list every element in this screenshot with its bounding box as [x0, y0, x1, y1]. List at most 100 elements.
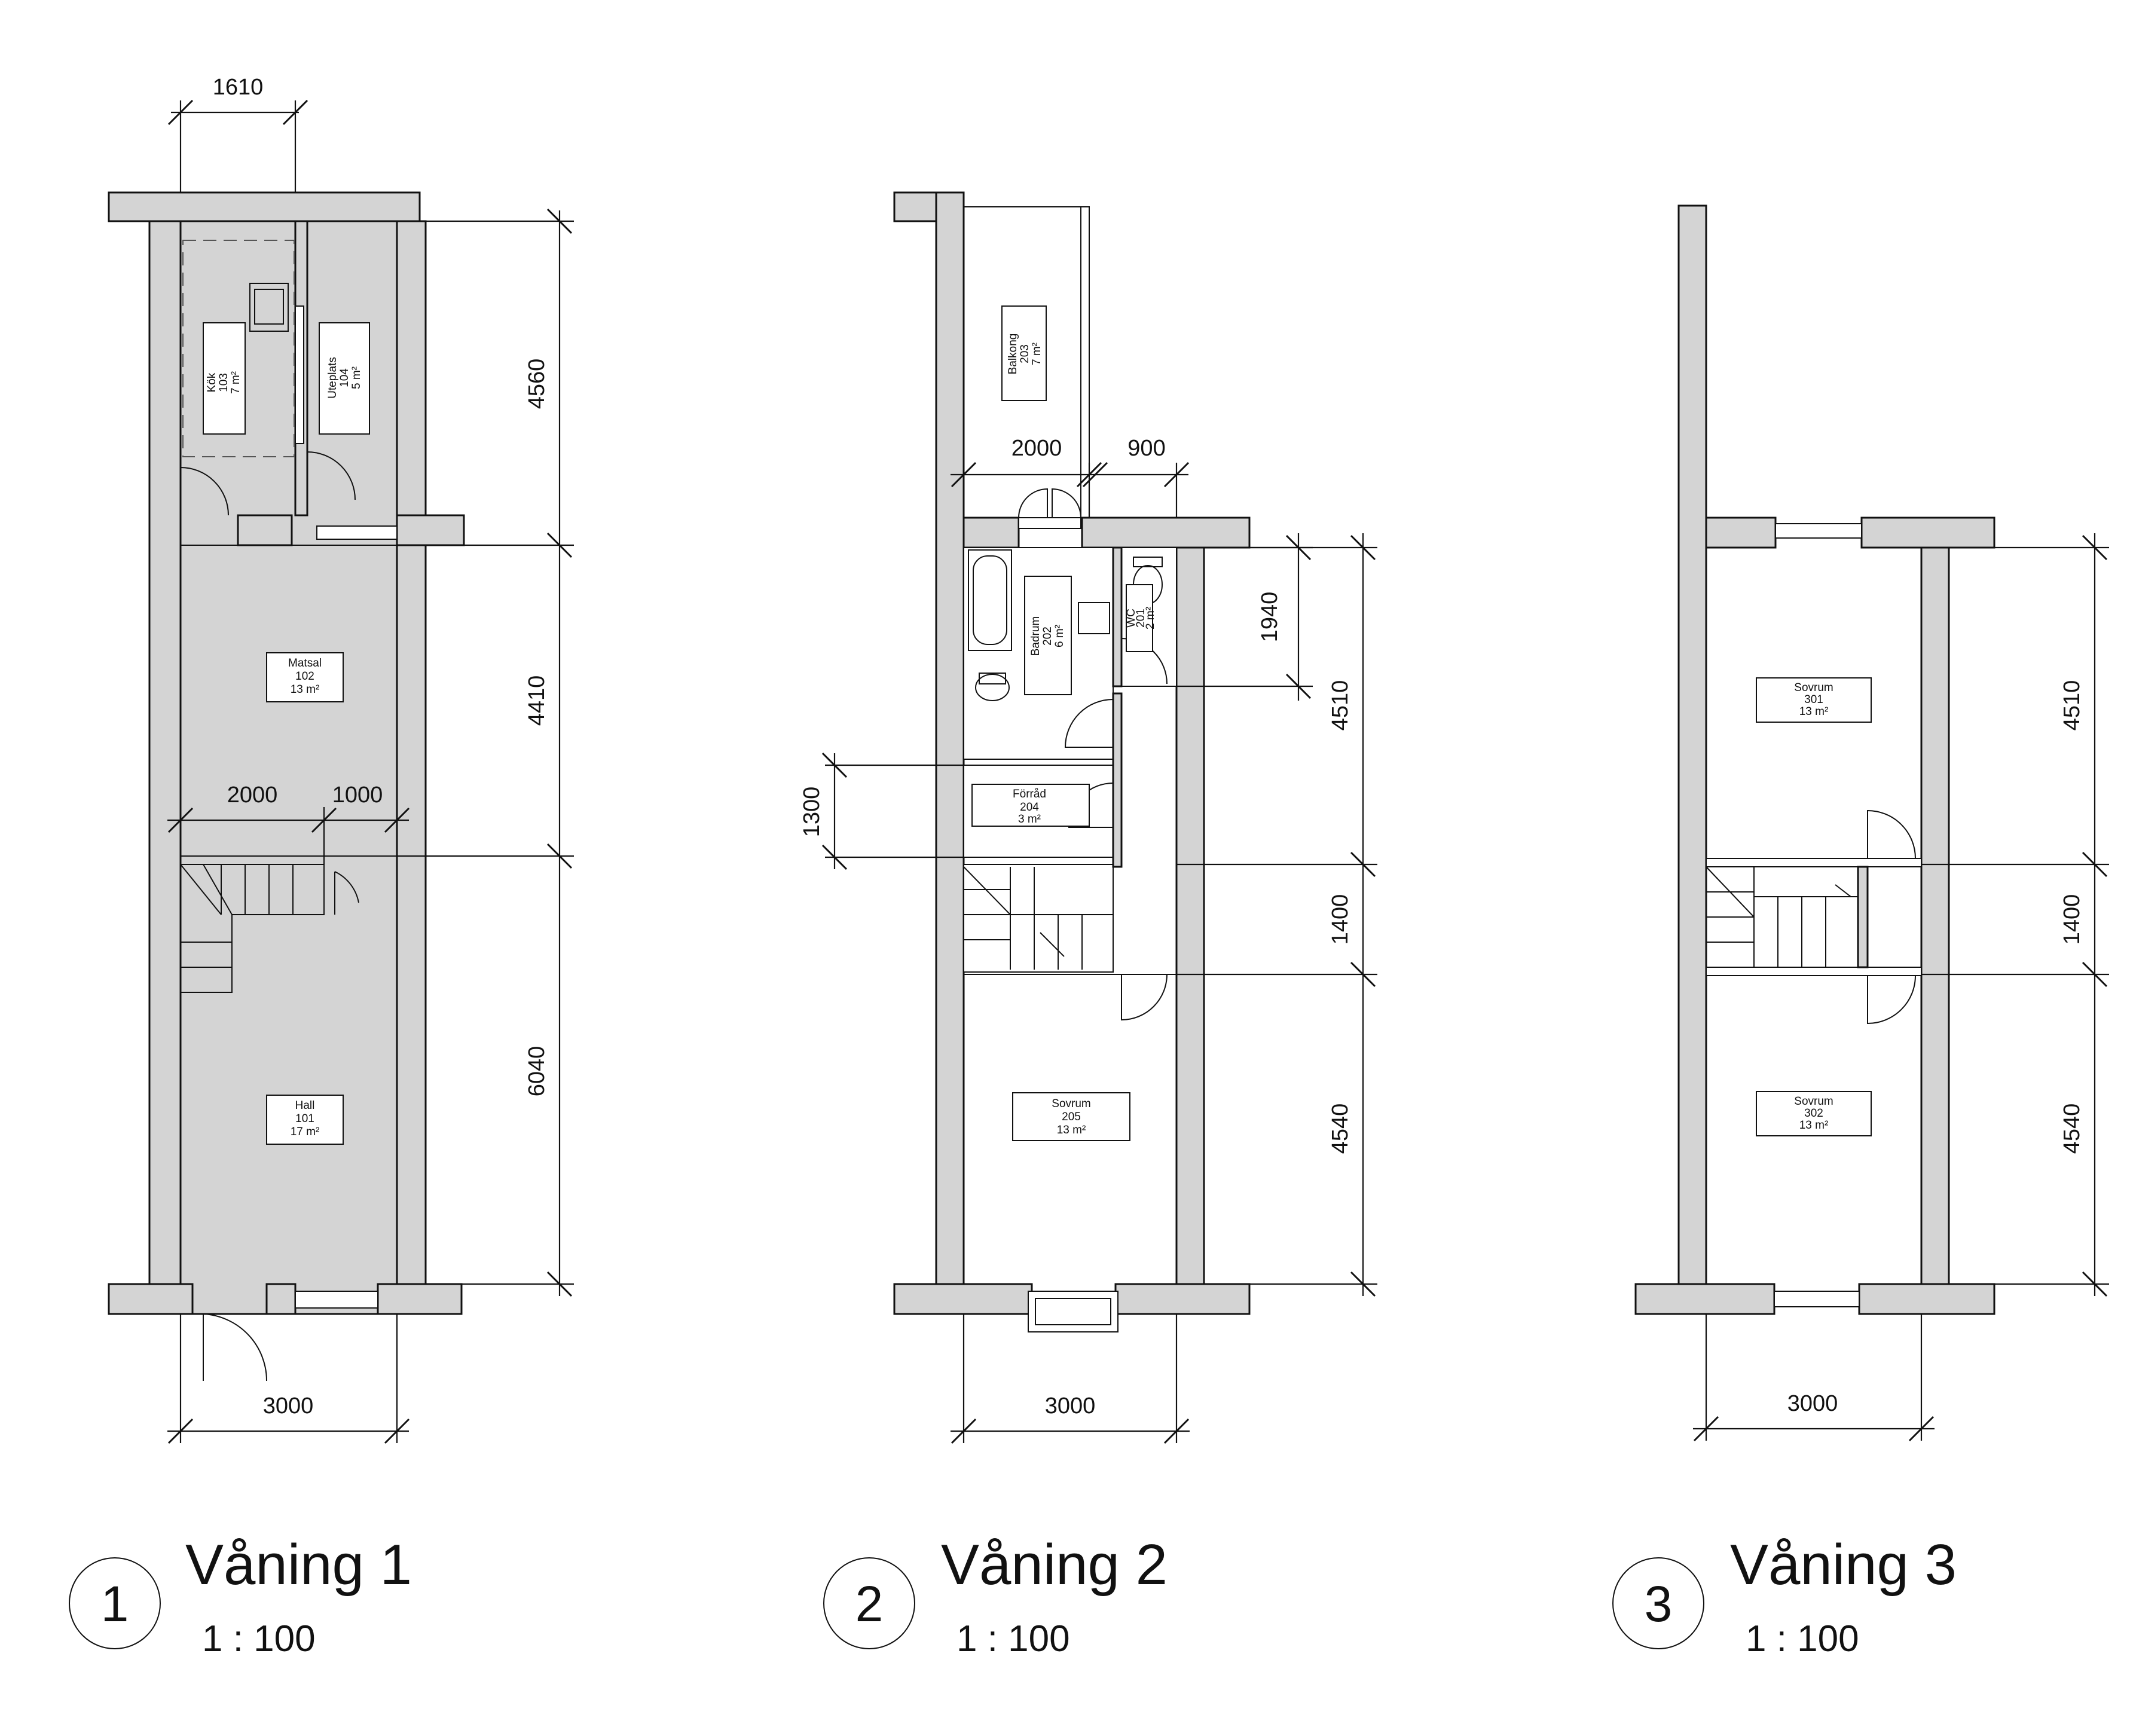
floor-3-room-301-number: 301	[1804, 693, 1823, 706]
floor-1-wall-bottom-mid	[265, 1283, 297, 1315]
floor-3-scale: 1 : 100	[1746, 1618, 1859, 1659]
floor-1-wall-bottom-left	[108, 1283, 194, 1315]
floor-1-terrace-label-box	[319, 322, 370, 435]
floor-2-title: Våning 2	[941, 1533, 1168, 1597]
floor-2-dim-bottom: 3000	[1045, 1393, 1096, 1419]
floor-3-wall-top-right	[1860, 516, 1995, 549]
floor-3-number: 3	[1645, 1576, 1673, 1632]
floor-1-dim-top-width: 1610	[213, 75, 264, 100]
floor-2-dim-balcony-width: 2000	[1011, 436, 1062, 461]
floor-2-room-store-area: 3 m²	[1018, 813, 1041, 826]
floor-3-dimension-lines	[1693, 533, 2109, 1442]
floor-2-number: 2	[855, 1576, 884, 1632]
floor-1-room-kitchen-name: Kök	[206, 372, 218, 392]
floor-1-wall-right	[396, 220, 427, 1285]
floor-2-bedroom-door	[1121, 974, 1168, 1021]
floor-3-dim-bottom: 3000	[1787, 1391, 1838, 1416]
floor-3-room-302-number: 302	[1804, 1107, 1823, 1120]
floor-2-room-wc-number: 201	[1135, 609, 1147, 628]
floor-2-room-balcony-number: 203	[1019, 344, 1031, 363]
floor-1-wall-bottom-right	[377, 1283, 463, 1315]
floor-3-dim-right-2: 1400	[2059, 894, 2085, 945]
floor-1-room-dining-name: Matsal	[288, 657, 322, 670]
floor-2-room-bedroom-number: 205	[1062, 1111, 1081, 1123]
floor-2-room-wc-name: WC	[1125, 609, 1138, 628]
floor-2-wall-bottom-right	[1114, 1283, 1251, 1315]
floor-3-dim-right-3: 4540	[2059, 1104, 2085, 1154]
floor-1-dim-right-3: 6040	[524, 1046, 549, 1097]
floor-2-room-balcony-area: 7 m²	[1031, 343, 1043, 365]
floor-2-dimension-lines	[821, 461, 1377, 1444]
floor-3-room-302-area: 13 m²	[1799, 1119, 1829, 1132]
floor-2-room-bathroom-number: 202	[1041, 626, 1054, 646]
floor-2-stair-wall	[963, 864, 1114, 973]
floor-2-wall-bottom-left	[893, 1283, 1033, 1315]
floor-2-dim-wc-depth: 1940	[1257, 592, 1282, 643]
floor-2-bathtub	[968, 549, 1012, 651]
floor-1-room-terrace-name: Uteplats	[326, 357, 339, 399]
floor-3-title: Våning 3	[1730, 1533, 1957, 1597]
floor-2-bathroom-sink	[1078, 602, 1110, 634]
floor-1-scale: 1 : 100	[202, 1618, 316, 1659]
floor-3-window-bottom	[1774, 1291, 1860, 1307]
floor-3-stairs	[1706, 866, 1858, 967]
floor-3-plan	[1634, 204, 1995, 1315]
floor-1-room-kitchen-area: 7 m²	[230, 371, 242, 394]
floor-1-stair-door	[334, 871, 359, 915]
floor-2-room-balcony-name: Balkong	[1007, 334, 1019, 375]
floor-1-room-labels	[266, 652, 344, 1145]
floor-1-entrance-door	[203, 1313, 268, 1382]
floor-1-room-hall-name: Hall	[295, 1099, 315, 1112]
floor-3-room-301-name: Sovrum	[1794, 681, 1833, 694]
floor-2-room-bathroom-area: 6 m²	[1053, 625, 1066, 647]
floor-2-toilet	[975, 674, 1010, 701]
floor-1-wall-kitchen-bottom	[237, 514, 293, 546]
floor-2-wall-upper-left	[962, 516, 1020, 549]
floor-1-room-terrace-number: 104	[338, 368, 351, 387]
floor-1-room-hall-area: 17 m²	[291, 1126, 320, 1138]
floor-2-room-store-name: Förråd	[1013, 788, 1046, 800]
floor-1-wall-top	[108, 191, 421, 222]
floor-1-dim-bottom: 3000	[263, 1393, 314, 1419]
floor-1-kitchen-partition	[295, 305, 304, 444]
floor-1-plan	[108, 191, 465, 1382]
floor-3-wall-bottom-right	[1858, 1283, 1995, 1315]
floor-1-terrace-door	[307, 451, 356, 500]
floor-1-wall-left	[148, 220, 182, 1285]
floor-3-wall-right	[1920, 516, 1950, 1315]
floor-2-dim-right-2: 1400	[1328, 894, 1353, 945]
floor-1-wall-terrace-bottom	[396, 514, 465, 546]
floor-1-kitchen-label-box	[203, 322, 246, 435]
floor-1-room-kitchen-number: 103	[218, 373, 230, 392]
floor-1-dimension-lines	[167, 99, 574, 1444]
floor-3-room-302-name: Sovrum	[1794, 1095, 1833, 1108]
floor-2-dim-wc-width: 900	[1127, 436, 1165, 461]
floor-1-window-terrace	[316, 525, 398, 540]
floor-1-number-circle	[69, 1557, 161, 1649]
floor-3-wall-left	[1677, 204, 1707, 1315]
floor-1-dim-inner-right: 1000	[332, 783, 383, 808]
floor-2-bay-window	[1028, 1291, 1119, 1332]
floor-3-bedroom-302-door	[1867, 975, 1916, 1025]
floor-1-room-dining-area: 13 m²	[291, 683, 320, 696]
floor-3-wall-bottom-left	[1634, 1283, 1775, 1315]
floor-3-window-top	[1775, 523, 1862, 539]
floor-1-title: Våning 1	[185, 1533, 412, 1597]
floor-1-room-hall-number: 101	[295, 1112, 314, 1125]
floor-2-dim-store-depth: 1300	[799, 787, 824, 838]
floor-2-wall-upper-right	[1081, 516, 1251, 549]
floor-3-room-301-area: 13 m²	[1799, 705, 1829, 718]
floor-1-dim-right-1: 4560	[524, 359, 549, 409]
floor-2-balcony-door	[1018, 488, 1081, 518]
floor-2-bathroom-door	[1064, 699, 1114, 748]
floor-2-scale: 1 : 100	[956, 1618, 1070, 1659]
floor-2-dim-right-3: 4540	[1328, 1104, 1353, 1154]
floor-1-kitchen-door	[180, 467, 229, 516]
floor-2-number-circle	[823, 1557, 915, 1649]
floor-1-sink	[249, 283, 289, 332]
floor-2-plan	[893, 191, 1251, 1332]
floor-1-window-bottom	[295, 1291, 378, 1309]
floor-1-number: 1	[101, 1576, 129, 1632]
floor-3-number-circle	[1612, 1557, 1704, 1649]
